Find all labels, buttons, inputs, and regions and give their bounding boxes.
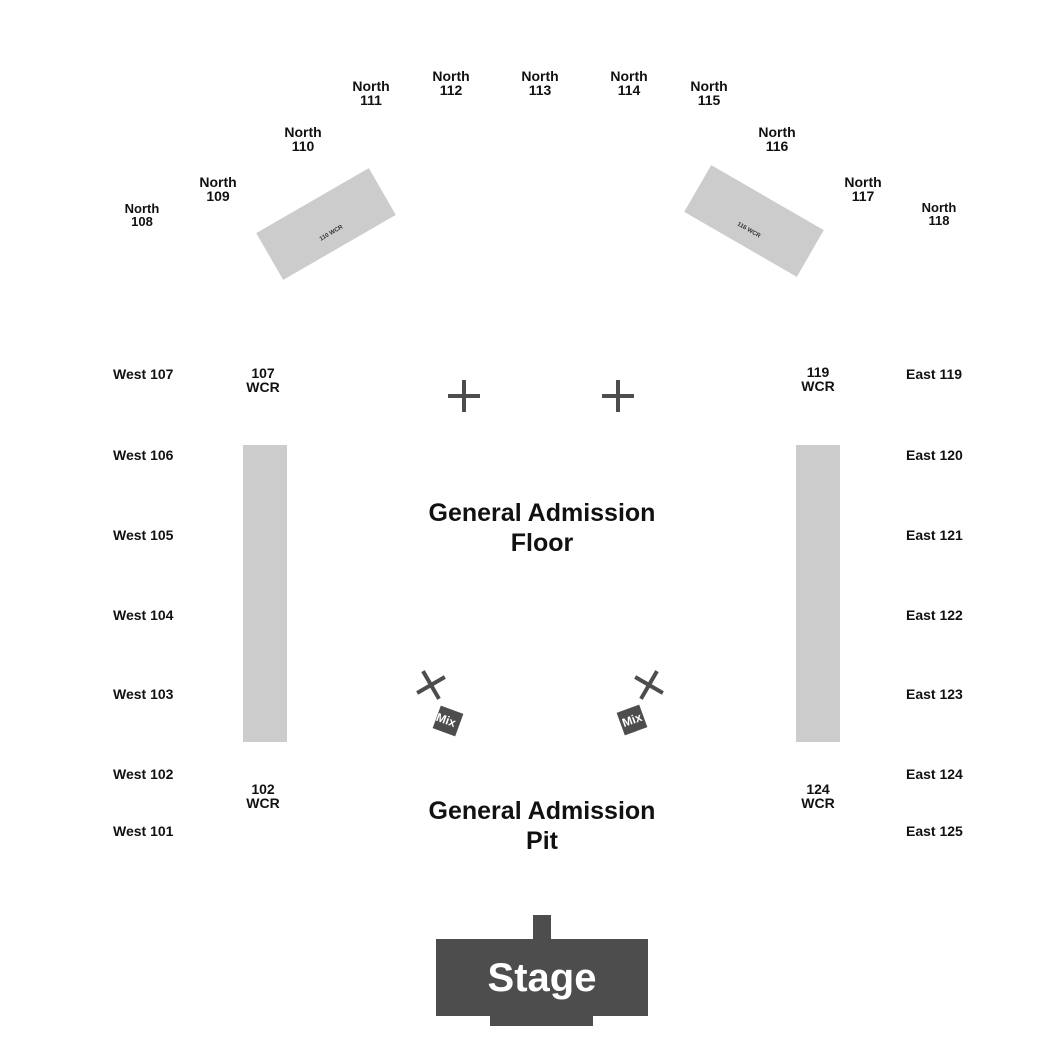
wcr-116-bar[interactable]: 116 WCR — [684, 165, 824, 277]
section-east-121[interactable]: East 121 — [906, 527, 963, 543]
mix-box-right[interactable] — [616, 704, 648, 736]
east-wcr-bar[interactable] — [796, 445, 840, 742]
cross-marker-right — [634, 670, 664, 700]
mix-box-left[interactable] — [432, 705, 464, 737]
section-west-106[interactable]: West 106 — [113, 447, 174, 463]
section-east-119[interactable]: East 119 — [906, 366, 963, 382]
plus-marker-right — [602, 380, 634, 412]
section-east-123[interactable]: East 123 — [906, 686, 963, 702]
section-east-125[interactable]: East 125 — [906, 823, 963, 839]
stage-runway — [533, 915, 551, 941]
section-west-101[interactable]: West 101 — [113, 823, 174, 839]
section-west-102[interactable]: West 102 — [113, 766, 174, 782]
section-west-107[interactable]: West 107 — [113, 366, 174, 382]
section-east-122[interactable]: East 122 — [906, 607, 963, 623]
section-east-124[interactable]: East 124 — [906, 766, 963, 782]
stage-label: Stage — [487, 956, 597, 1000]
section-west-104[interactable]: West 104 — [113, 607, 174, 623]
section-west-105[interactable]: West 105 — [113, 527, 174, 543]
section-west-103[interactable]: West 103 — [113, 686, 174, 702]
stage-front — [490, 1010, 593, 1026]
wcr-110-bar[interactable]: 110 WCR — [256, 168, 396, 280]
west-wcr-bar[interactable] — [243, 445, 287, 742]
plus-marker-left — [448, 380, 480, 412]
stage-platform[interactable] — [436, 939, 648, 1016]
cross-marker-left — [416, 670, 446, 700]
section-east-120[interactable]: East 120 — [906, 447, 963, 463]
